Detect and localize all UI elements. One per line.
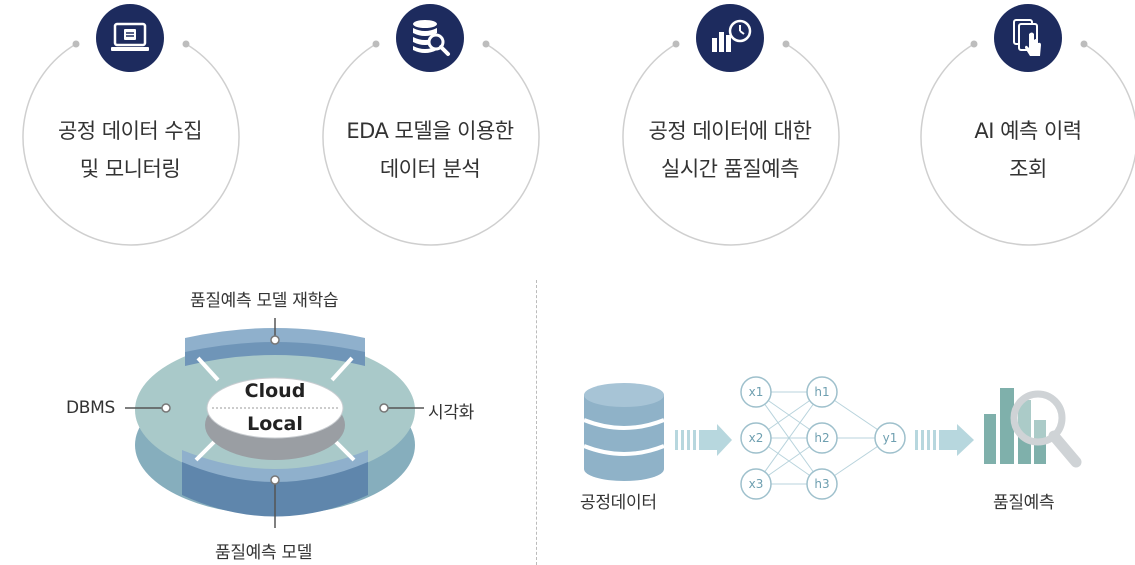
feature-arc [622, 40, 840, 246]
flow-input-label: 공정데이터 [580, 493, 657, 513]
hidden-node-label: h1 [814, 385, 829, 399]
feature-arc [920, 40, 1135, 246]
feature-subtitle: 실시간 품질예측 [661, 157, 799, 181]
input-node-label: x1 [749, 385, 764, 399]
feature-data-collection: 공정 데이터 수집 및 모니터링 [20, 0, 240, 250]
feature-arc [22, 40, 240, 246]
feature-ai-history: AI 예측 이력 조회 [918, 0, 1135, 250]
feature-subtitle: 조회 [1009, 157, 1047, 181]
input-node-label: x3 [749, 477, 764, 491]
input-node [740, 422, 772, 454]
feature-arc [322, 40, 540, 246]
ring-segment-bottom [182, 450, 368, 482]
flow-arrow-left [675, 424, 732, 456]
cycle-label-right: 시각화 [428, 403, 475, 423]
cycle-label-bottom: 품질예측 모델 [215, 543, 313, 563]
section-divider [536, 280, 537, 565]
feature-realtime-prediction: 공정 데이터에 대한 실시간 품질예측 [620, 0, 840, 250]
feature-title: 공정 데이터에 대한 [648, 119, 812, 143]
feature-title: EDA 모델을 이용한 [346, 119, 514, 143]
feature-title: 공정 데이터 수집 [57, 119, 203, 143]
input-node-label: x2 [749, 431, 764, 445]
output-node-label: y1 [883, 431, 898, 445]
network-connection [755, 391, 823, 485]
document-touch-icon [994, 4, 1062, 72]
hidden-node [806, 422, 838, 454]
feature-title: AI 예측 이력 [974, 119, 1082, 143]
input-node [740, 376, 772, 408]
feature-subtitle: 데이터 분석 [379, 157, 481, 181]
hidden-node [806, 468, 838, 500]
feature-eda-analysis: EDA 모델을 이용한 데이터 분석 [320, 0, 540, 250]
database-icon [583, 383, 665, 481]
database-search-icon [396, 4, 464, 72]
quality-chart-search-icon [984, 388, 1082, 468]
output-node [874, 422, 906, 454]
hidden-node-label: h3 [814, 477, 829, 491]
chart-clock-icon [696, 4, 764, 72]
cycle-label-top: 품질예측 모델 재학습 [190, 291, 339, 311]
hidden-node [806, 376, 838, 408]
network-nodes: x1 x2 x3 h1 h2 h3 y1 [740, 376, 906, 500]
input-node [740, 468, 772, 500]
center-label-local: Local [247, 413, 303, 435]
center-label-cloud: Cloud [244, 380, 306, 402]
prediction-flow-diagram: x1 x2 x3 h1 h2 h3 y1 [583, 376, 1082, 500]
cycle-ring-diagram [125, 318, 424, 528]
feature-subtitle: 및 모니터링 [79, 157, 181, 181]
flow-output-label: 품질예측 [993, 493, 1055, 513]
cycle-label-left: DBMS [66, 398, 116, 418]
hidden-node-label: h2 [814, 431, 829, 445]
flow-arrow-right [915, 424, 974, 456]
monitor-icon [96, 4, 164, 72]
